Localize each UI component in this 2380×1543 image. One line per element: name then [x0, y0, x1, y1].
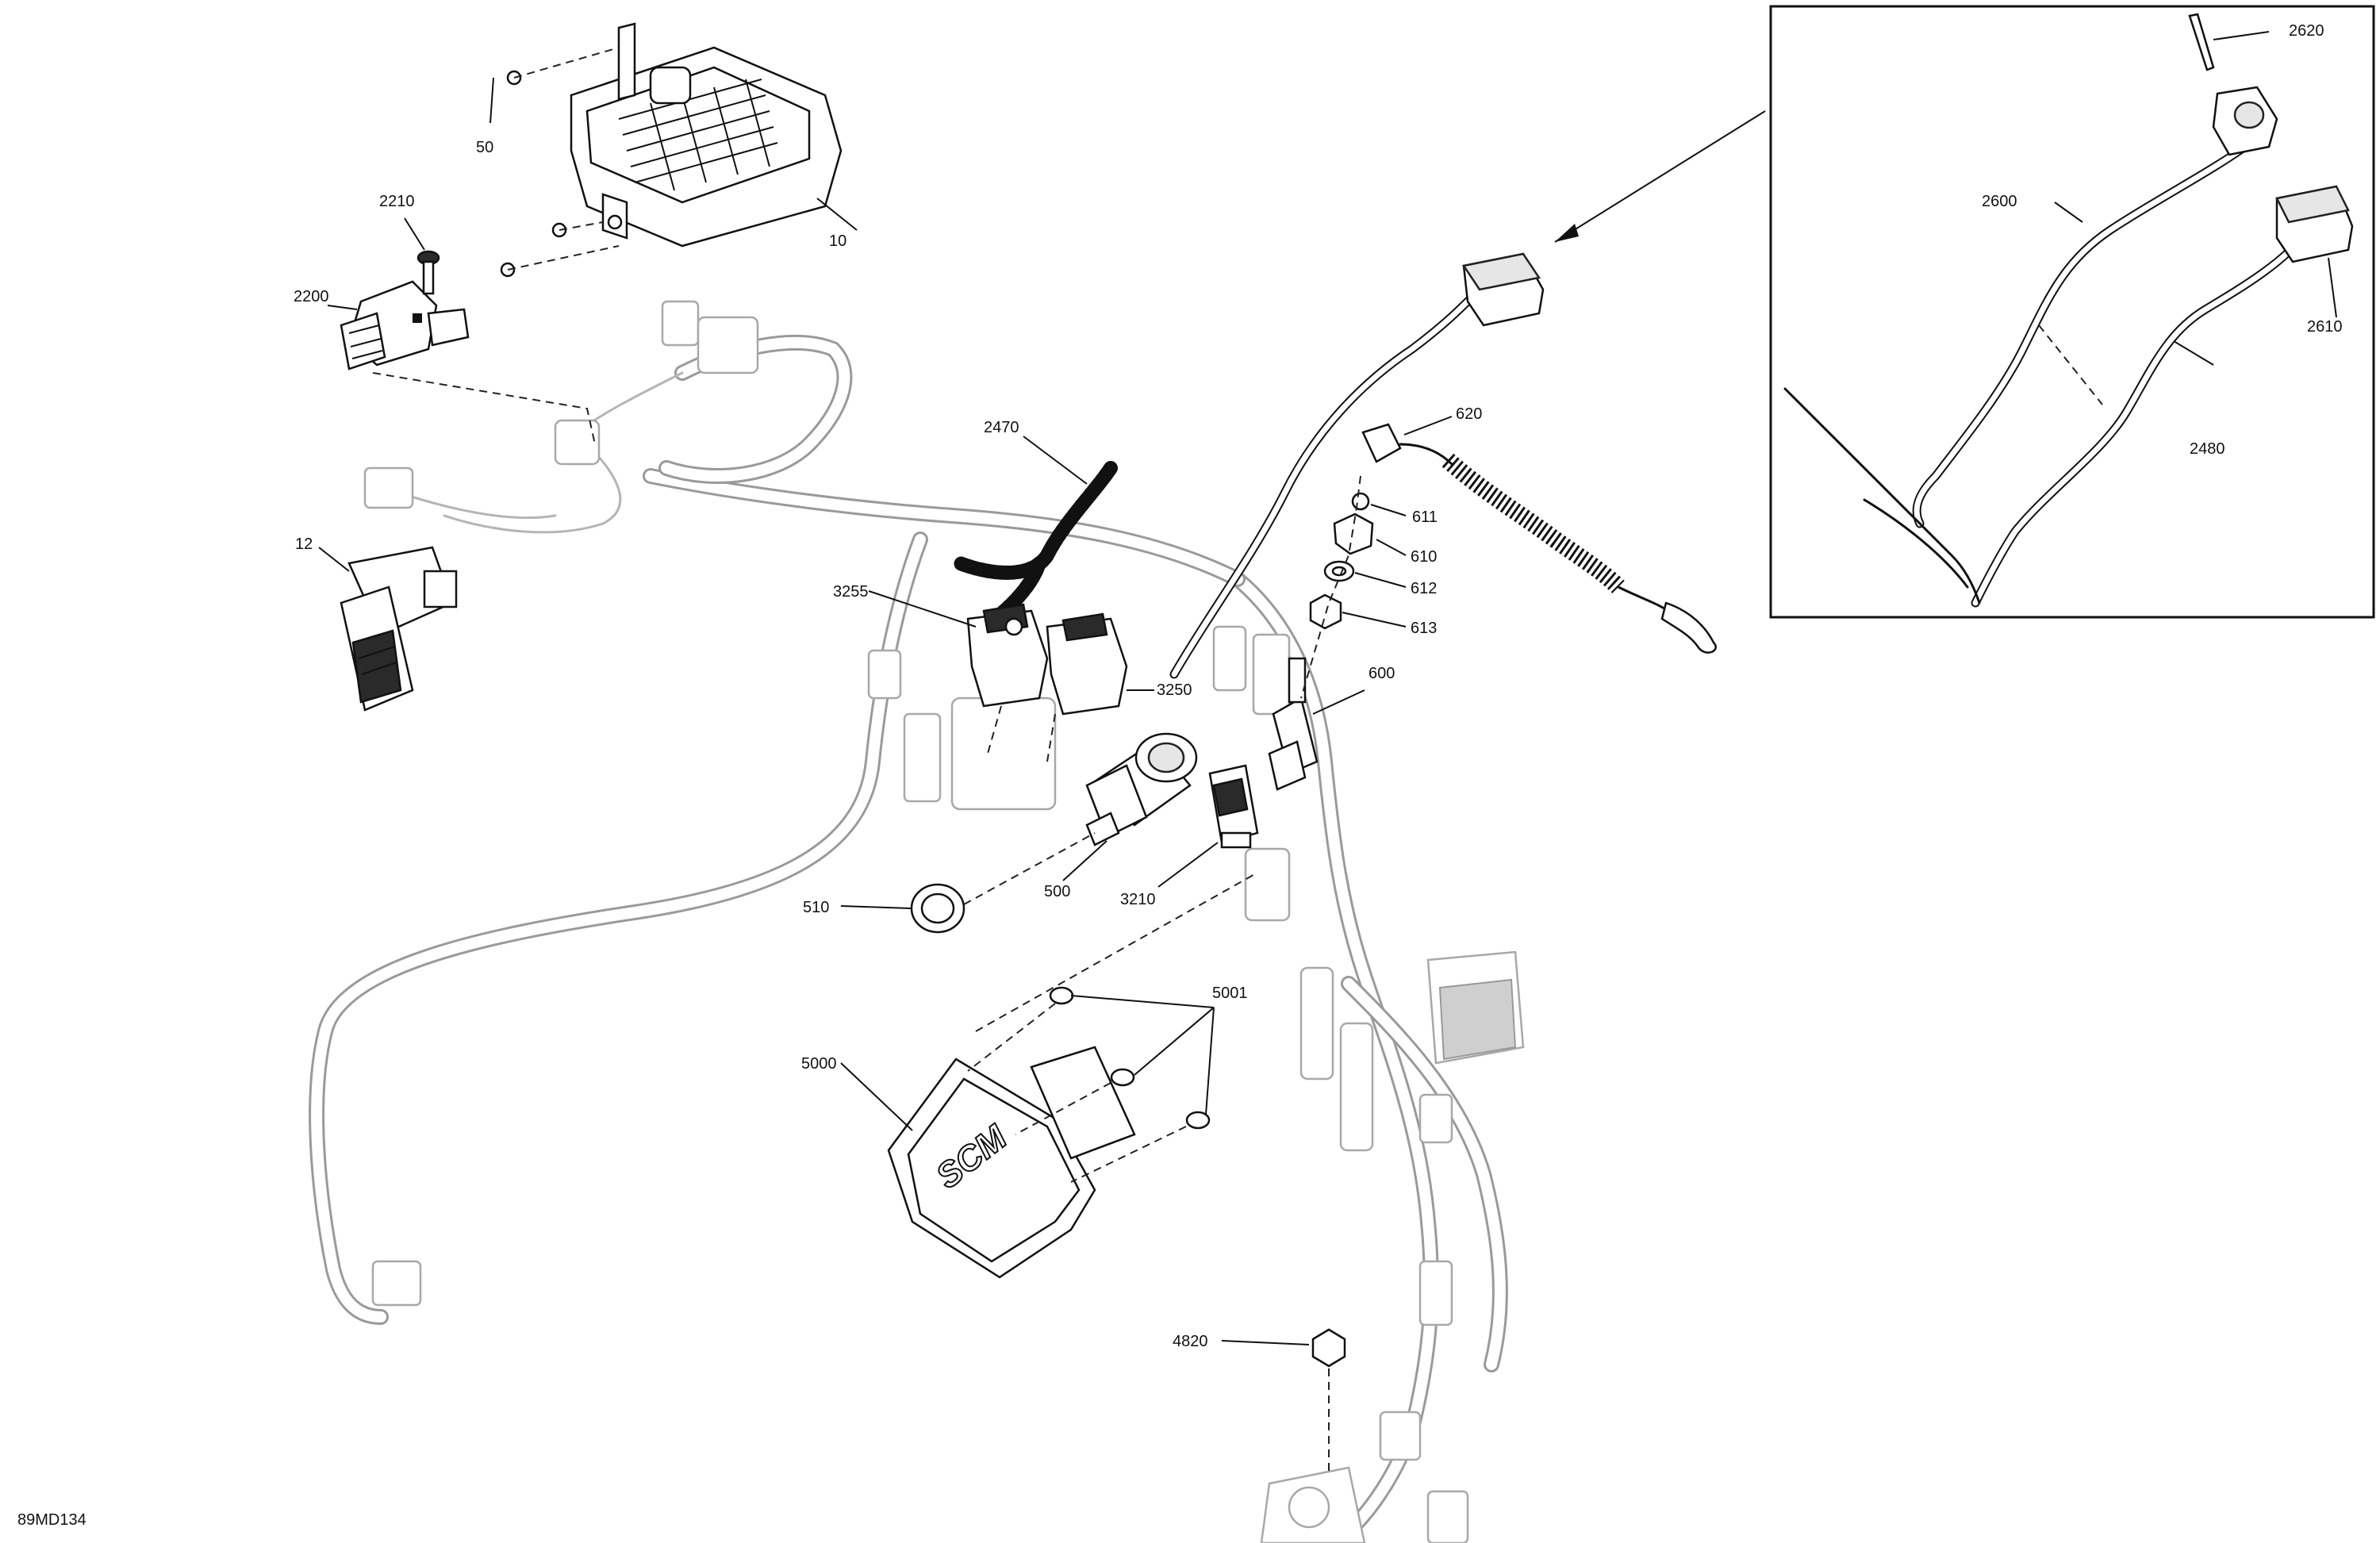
part-50-screws	[500, 70, 567, 278]
callout-612: 612	[1411, 580, 1437, 597]
callout-2200: 2200	[294, 288, 329, 305]
callout-2470: 2470	[984, 419, 1019, 436]
callout-5000: 5000	[801, 1055, 837, 1073]
part-3210-connector	[1208, 764, 1259, 849]
harness-connectors	[363, 300, 1525, 1543]
detail-inset	[1769, 5, 2375, 619]
part-500-ignition-switch	[1085, 732, 1198, 846]
part-2470-corrugated-wire	[953, 461, 1118, 634]
callout-12: 12	[295, 535, 313, 553]
drawing-number: 89MD134	[17, 1511, 86, 1529]
part-2200-sensor	[340, 280, 470, 370]
callout-2210: 2210	[379, 193, 415, 210]
callout-510: 510	[803, 899, 829, 916]
callout-610: 610	[1411, 548, 1437, 566]
part-3250-switch	[1046, 612, 1128, 716]
callout-2610: 2610	[2307, 318, 2343, 336]
callout-3210: 3210	[1120, 891, 1156, 908]
callout-labels: 10 12 50 500 510 600 610 611 612 613 620…	[17, 22, 2343, 1529]
callout-3250: 3250	[1157, 681, 1192, 699]
callout-620: 620	[1456, 405, 1482, 423]
callout-500: 500	[1044, 883, 1070, 900]
part-612-washer	[1323, 560, 1355, 582]
part-611-nut	[1351, 492, 1370, 511]
callout-613: 613	[1411, 620, 1437, 637]
part-510-ring-nut	[910, 883, 965, 934]
part-3255-switch	[966, 603, 1049, 708]
callout-4820: 4820	[1173, 1333, 1208, 1350]
callout-2600: 2600	[1982, 193, 2017, 210]
part-2480-handlebar-cable	[1169, 252, 1545, 679]
callout-600: 600	[1368, 665, 1395, 682]
callout-611: 611	[1412, 509, 1438, 526]
part-600-switch	[1268, 657, 1319, 791]
callout-50: 50	[476, 139, 493, 156]
part-12-connector	[340, 546, 458, 712]
callout-10: 10	[829, 232, 846, 250]
part-620-tether-cord	[1361, 423, 1717, 654]
part-2210-bolt	[416, 250, 440, 295]
callout-2480: 2480	[2190, 440, 2225, 458]
part-610-nut	[1333, 512, 1374, 555]
part-10-fuse-box	[570, 22, 843, 248]
part-5000-scm-module: SCM	[887, 1046, 1136, 1279]
callout-5001: 5001	[1212, 985, 1248, 1002]
callout-3255: 3255	[833, 583, 869, 601]
callout-2620: 2620	[2289, 22, 2324, 40]
part-4820-nut	[1311, 1328, 1346, 1368]
part-5001-grommets	[1049, 986, 1211, 1130]
